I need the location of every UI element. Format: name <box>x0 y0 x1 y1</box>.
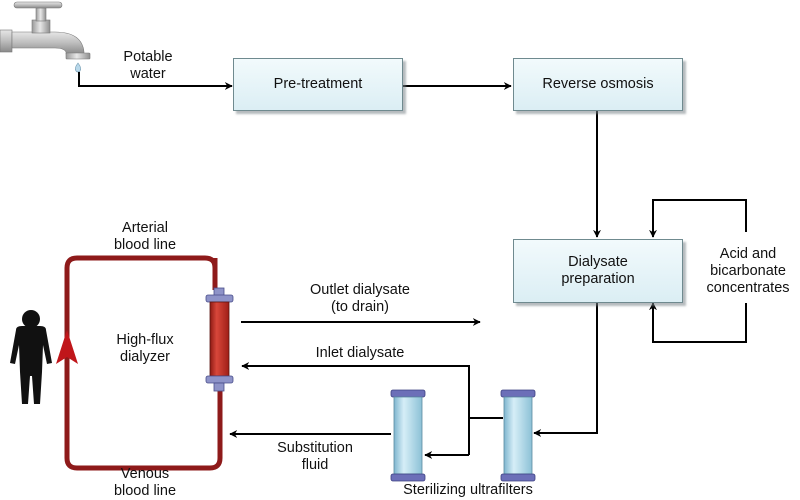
ultrafilter-2-icon <box>500 389 536 482</box>
pretreatment-box: Pre-treatment <box>233 58 403 111</box>
ultrafilter-1-icon <box>390 389 426 482</box>
venous-line-2: blood line <box>113 483 177 499</box>
blood-flow-arrow-icon <box>56 330 78 364</box>
potable-water-line-2: water <box>130 66 166 82</box>
arrow-prep-to-ultrafilter-2 <box>533 302 598 437</box>
substitution-line-2: fluid <box>301 457 329 473</box>
dialysate-preparation-label-2: preparation <box>561 271 635 287</box>
reverse-osmosis-label: Reverse osmosis <box>542 76 654 92</box>
potable-water-label: Potable water <box>108 49 188 83</box>
concentrates-line-3: concentrates <box>706 280 790 296</box>
reverse-osmosis-box: Reverse osmosis <box>513 58 683 111</box>
substitution-line-1: Substitution <box>277 440 353 456</box>
arrow-concentrates-bottom <box>649 302 747 343</box>
blood-circuit-line <box>64 255 223 471</box>
concentrates-label: Acid and bicarbonate concentrates <box>693 246 800 297</box>
pretreatment-label: Pre-treatment <box>273 76 363 92</box>
arrow-tap-to-pretreatment <box>78 72 233 90</box>
outlet-line-2: (to drain) <box>330 299 390 315</box>
venous-line-1: Venous <box>120 466 170 482</box>
patient-icon <box>10 310 52 404</box>
inlet-dialysate-label: Inlet dialysate <box>315 345 405 361</box>
dialyzer-icon <box>205 287 234 392</box>
outlet-dialysate-label: Outlet dialysate (to drain) <box>280 282 440 316</box>
venous-blood-line-label: Venous blood line <box>95 466 195 500</box>
dialysate-preparation-box: Dialysate preparation <box>513 239 683 303</box>
arrow-inlet-dialysate <box>241 362 470 455</box>
arrow-concentrates-top <box>649 199 747 238</box>
concentrates-line-2: bicarbonate <box>710 263 786 279</box>
dialysate-preparation-label-1: Dialysate <box>568 254 628 270</box>
faucet-icon <box>0 1 91 73</box>
outlet-line-1: Outlet dialysate <box>310 282 410 298</box>
potable-water-line-1: Potable <box>123 49 173 65</box>
concentrates-line-1: Acid and <box>719 246 777 262</box>
dialyzer-line-2: dialyzer <box>120 349 170 365</box>
arterial-line-2: blood line <box>113 237 177 253</box>
dialyzer-label: High-flux dialyzer <box>90 332 200 366</box>
arterial-blood-line-label: Arterial blood line <box>95 220 195 254</box>
water-drop-icon <box>75 62 81 73</box>
substitution-fluid-label: Substitution fluid <box>255 440 375 474</box>
sterilizing-ultrafilters-label: Sterilizing ultrafilters <box>403 482 533 498</box>
arterial-line-1: Arterial <box>122 220 168 236</box>
dialyzer-line-1: High-flux <box>116 332 174 348</box>
